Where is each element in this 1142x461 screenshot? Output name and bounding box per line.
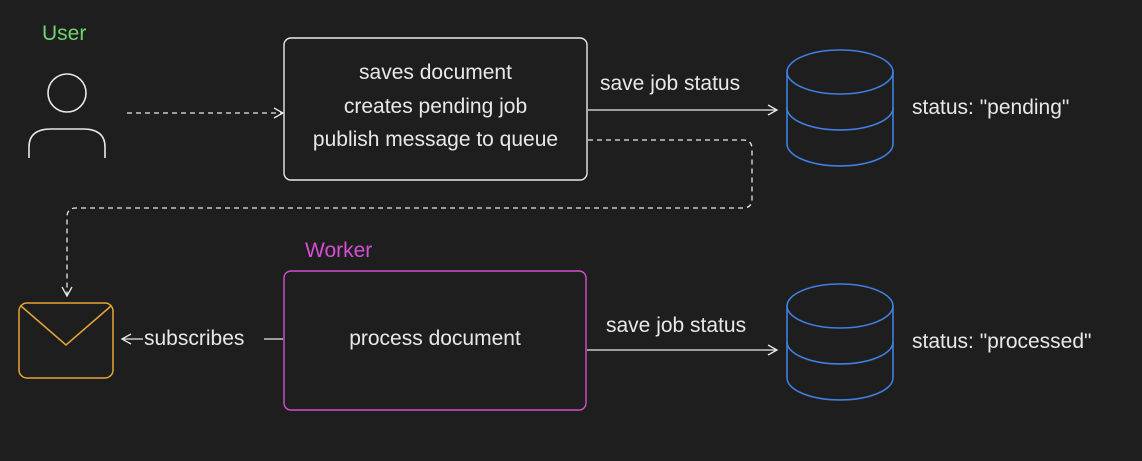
worker-label: Worker [305,239,373,262]
subscribes-label: subscribes [144,327,245,350]
user-icon [28,73,106,158]
save-status-bottom-label: save job status [606,314,747,337]
save-status-top-label: save job status [600,72,741,95]
db-bottom-status: status: "processed" [912,330,1092,353]
api-box-line-3: publish message to queue [312,128,559,151]
user-label: User [42,22,87,45]
database-top-icon [786,49,894,167]
publish-to-queue-arrow [61,139,753,298]
database-bottom-icon [786,283,894,401]
db-top-status: status: "pending" [912,96,1070,119]
api-box [283,37,588,181]
worker-box-label: process document [349,327,521,350]
worker-box [283,270,587,411]
api-box-line-1: saves document [359,61,512,84]
api-box-line-2: creates pending job [343,95,528,118]
envelope-icon [18,302,114,379]
